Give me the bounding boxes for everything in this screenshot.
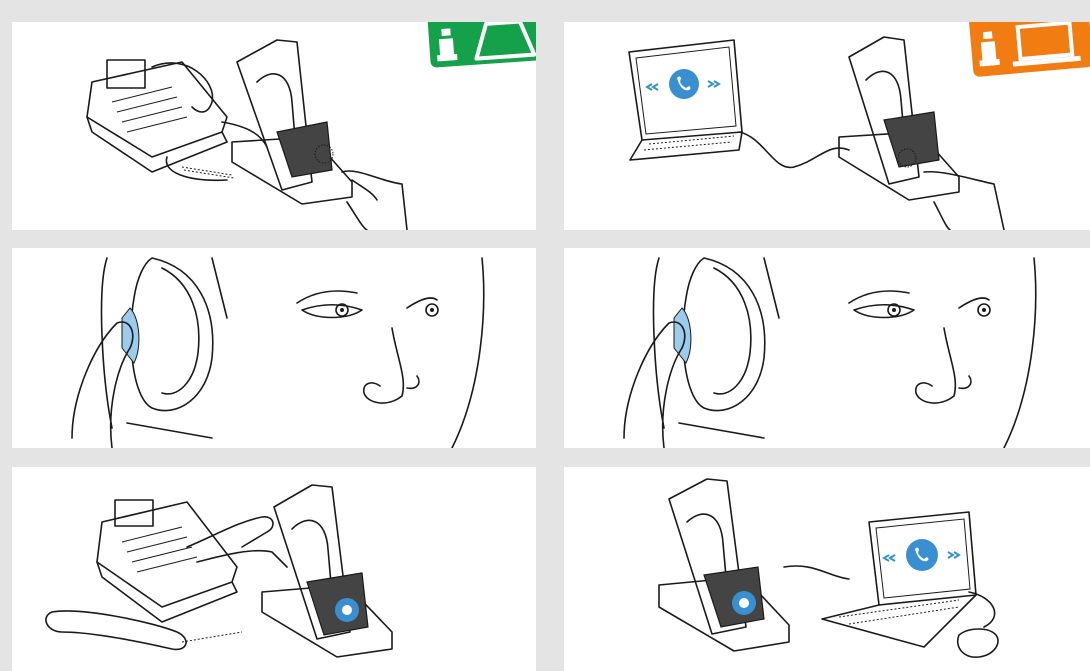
headset-earcup-drawing [102,258,213,438]
hand-drawing [187,517,287,567]
handset-drawing [46,611,186,649]
panel-deskphone-step3 [12,467,536,671]
headset-base-drawing [659,479,789,651]
dial-on-desk-phone-illustration [12,467,536,671]
usb-cable [784,566,849,579]
info-desk-phone-badge [427,22,536,68]
laptop-drawing [822,512,976,647]
panel-computer-step2 [564,248,1090,448]
headset-base-drawing [839,37,959,200]
face-drawing [764,258,1036,448]
desk-phone-drawing [97,500,237,622]
face-drawing [212,258,484,448]
headset-base-drawing [262,485,392,657]
press-headset-button-illustration [564,248,1090,448]
desk-phone-drawing [87,60,267,180]
mouse-drawing [958,629,998,657]
info-desk-phone-icon [427,22,536,68]
laptop-drawing [629,40,742,160]
hand-drawing [924,172,1004,230]
panel-deskphone-step2 [12,248,536,448]
coiled-cord [182,632,242,642]
panel-computer-step3 [564,467,1090,671]
headset-base-drawing [232,40,352,204]
usb-cable [739,132,849,167]
call-on-computer-illustration [564,467,1090,671]
panel-deskphone-step1 [12,22,536,230]
panel-computer-step1 [564,22,1090,230]
press-headset-button-illustration [12,248,536,448]
hand-drawing [342,171,407,230]
headset-earcup-drawing [654,258,765,438]
